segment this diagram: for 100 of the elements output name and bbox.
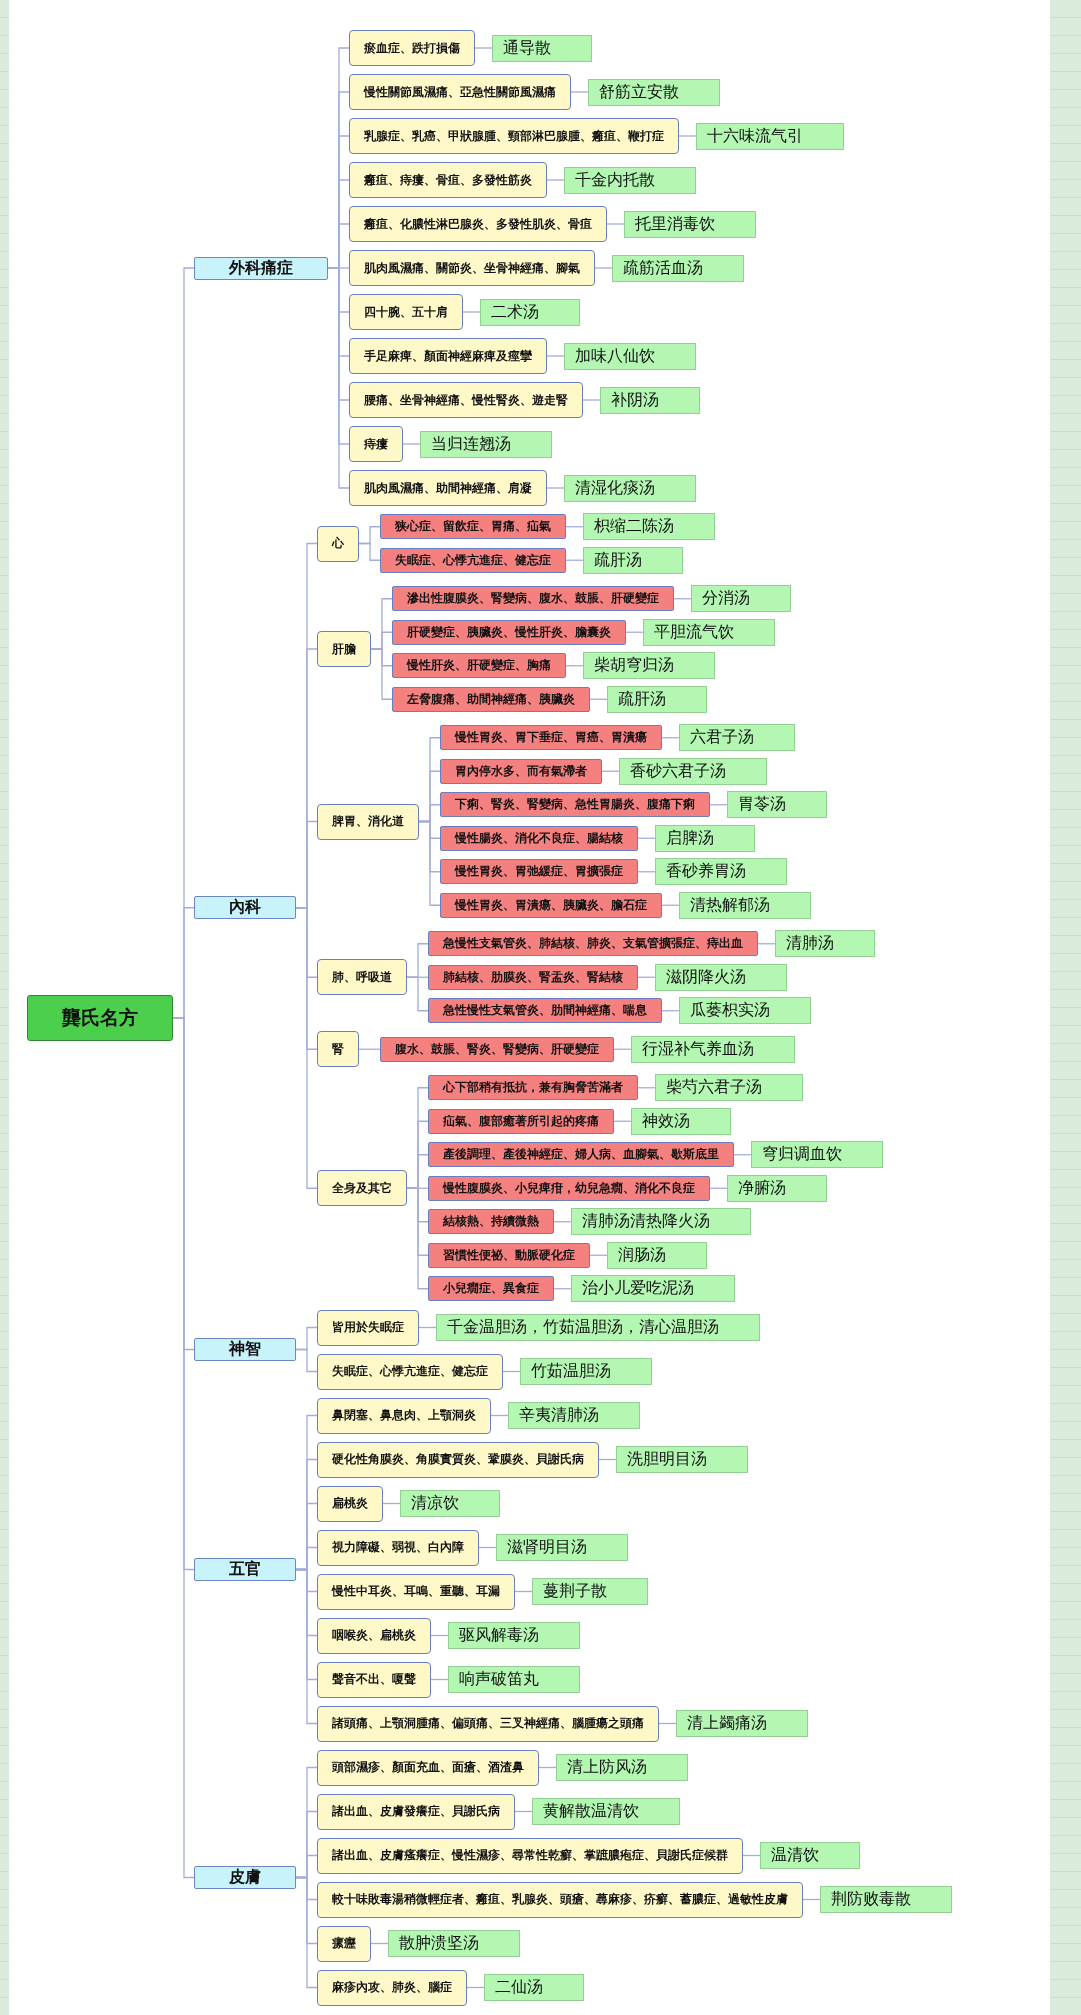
connector-line [418, 820, 441, 906]
connector-line [546, 355, 565, 357]
connector-line [295, 1348, 318, 1373]
remedy-box: 枳缩二陈汤 [583, 513, 715, 541]
symptom-box: 手足麻痺、顏面神經麻痺及痙攣 [349, 338, 547, 374]
symptom-box: 肝硬變症、胰臟炎、慢性肝炎、膽囊炎 [392, 619, 626, 645]
symptom-box: 癰疽、化膿性淋巴腺炎、多發性肌炎、骨疽 [349, 206, 607, 242]
connector-line [406, 976, 429, 1012]
symptom-box: 咽喉炎、扁桃炎 [317, 1617, 431, 1654]
remedy-box: 瓜蒌枳实汤 [679, 997, 811, 1025]
remedy-box: 清肺汤清热降火汤 [571, 1208, 751, 1236]
symptom-box: 左脅腹痛、助間神經痛、胰臟炎 [392, 686, 590, 712]
symptom-box: 扁桃炎 [317, 1485, 383, 1522]
remedy-box: 启脾汤 [655, 824, 755, 852]
root-box: 龔氏名方 [27, 994, 173, 1041]
symptom-box: 乳腺症、乳癌、甲狀腺腫、頸部淋巴腺腫、癰疽、鞭打症 [349, 118, 679, 154]
category-box: 五官 [194, 1558, 296, 1581]
remedy-box: 柴芍六君子汤 [655, 1074, 803, 1102]
remedy-box: 二仙汤 [484, 1974, 584, 2001]
symptom-box: 瘰癧 [317, 1925, 371, 1962]
symptom-box: 肺、呼吸道 [317, 959, 407, 996]
connector-line [462, 311, 481, 313]
remedy-box: 润肠汤 [607, 1241, 707, 1269]
symptom-box: 產後調理、產後神經症、婦人病、血腳氣、歇斯底里 [428, 1142, 734, 1168]
category-box: 神智 [194, 1338, 296, 1361]
symptom-box: 肌肉風濕痛、關節炎、坐骨神經痛、腳氣 [349, 250, 595, 286]
connector-line [606, 223, 625, 225]
remedy-box: 散肿溃坚汤 [388, 1930, 520, 1957]
symptom-box: 急性慢性支氣管炎、肋間神經痛、喘息 [428, 998, 662, 1024]
symptom-box: 狭心症、留飲症、胃痛、疝氣 [380, 514, 566, 540]
remedy-box: 清肺汤 [775, 930, 875, 958]
symptom-box: 心 [317, 525, 359, 562]
connector-line [406, 1187, 429, 1290]
symptom-box: 諸出血、皮膚發癢症、貝謝氏病 [317, 1793, 515, 1830]
remedy-box: 疏肝汤 [583, 546, 683, 574]
category-box: 皮膚 [194, 1866, 296, 1889]
remedy-box: 治小儿爱吃泥汤 [571, 1275, 735, 1303]
remedy-box: 清上防风汤 [556, 1754, 688, 1781]
remedy-box: 竹茹温胆汤 [520, 1358, 652, 1385]
remedy-box: 洗胆明目汤 [616, 1446, 748, 1473]
remedy-box: 疏肝汤 [607, 685, 707, 713]
category-box: 外科痛症 [194, 256, 328, 280]
symptom-box: 麻疹內攻、肺炎、腦症 [317, 1969, 467, 2006]
connector-line [474, 47, 493, 49]
remedy-box: 蔓荆子散 [532, 1578, 648, 1605]
symptom-box: 癰疽、痔瘻、骨疽、多發性筋炎 [349, 162, 547, 198]
symptom-box: 視力障礙、弱視、白內障 [317, 1529, 479, 1566]
symptom-box: 頭部濕疹、顏面充血、面瘡、酒渣鼻 [317, 1749, 539, 1786]
connector-line [582, 399, 601, 401]
remedy-box: 响声破笛丸 [448, 1666, 580, 1693]
connector-line [570, 91, 589, 93]
remedy-box: 驱风解毒汤 [448, 1622, 580, 1649]
remedy-box: 通导散 [492, 34, 592, 62]
symptom-box: 胃內停水多、而有氣滯者 [440, 758, 602, 784]
symptom-box: 慢性腸炎、消化不良症、腸結核 [440, 825, 638, 851]
remedy-box: 温清饮 [760, 1842, 860, 1869]
symptom-box: 慢性關節風濕痛、亞急性關節風濕痛 [349, 74, 571, 110]
remedy-box: 黄解散温清饮 [532, 1798, 680, 1825]
symptom-box: 肺結核、肋膜炎、腎盂炎、腎結核 [428, 964, 638, 990]
symptom-box: 肝膽 [317, 631, 371, 667]
connector-line [358, 542, 381, 561]
symptom-box: 皆用於失眠症 [317, 1309, 419, 1346]
remedy-box: 行湿补气养血汤 [631, 1035, 795, 1063]
symptom-box: 痔瘻 [349, 426, 403, 462]
symptom-box: 硬化性角膜炎、角膜實質炎、鞏膜炎、貝謝氏病 [317, 1441, 599, 1478]
symptom-box: 聲音不出、嗄聲 [317, 1661, 431, 1698]
remedy-box: 六君子汤 [679, 724, 795, 752]
symptom-box: 慢性肝炎、肝硬變症、胸痛 [392, 653, 566, 679]
remedy-box: 补阴汤 [600, 386, 700, 414]
remedy-box: 平胆流气饮 [643, 618, 775, 646]
symptom-box: 疝氣、腹部癒著所引起的疼痛 [428, 1108, 614, 1134]
remedy-box: 清湿化痰汤 [564, 474, 696, 502]
symptom-box: 較十味敗毒湯稍微輕症者、癰疽、乳腺炎、頭瘡、蕁麻疹、疥癬、蓄膿症、過敏性皮膚 [317, 1881, 803, 1918]
symptom-box: 瘀血症、跌打損傷 [349, 30, 475, 66]
symptom-box: 急慢性支氣管炎、肺結核、肺炎、支氣管擴張症、痔出血 [428, 931, 758, 957]
remedy-box: 净腑汤 [727, 1174, 827, 1202]
symptom-box: 腎 [317, 1031, 359, 1068]
remedy-box: 千金温胆汤，竹茹温胆汤，清心温胆汤 [436, 1314, 760, 1341]
connector-line [402, 443, 421, 445]
symptom-box: 鼻閉塞、鼻息肉、上顎洞炎 [317, 1397, 491, 1434]
symptom-box: 慢性胃炎、胃下垂症、胃癌、胃潰瘍 [440, 725, 662, 751]
remedy-box: 柴胡穹归汤 [583, 652, 715, 680]
symptom-box: 下痢、腎炎、腎變病、急性胃腸炎、腹痛下痢 [440, 792, 710, 818]
remedy-box: 当归连翘汤 [420, 430, 552, 458]
remedy-box: 香砂六君子汤 [619, 757, 767, 785]
connector-line [546, 487, 565, 489]
remedy-box: 清上蠲痛汤 [676, 1710, 808, 1737]
symptom-box: 小兒癇症、異食症 [428, 1276, 554, 1302]
category-box: 內科 [194, 896, 296, 920]
symptom-box: 腹水、鼓脹、腎炎、腎變病、肝硬變症 [380, 1036, 614, 1062]
symptom-box: 慢性腹膜炎、小兒痺疳，幼兒急癇、消化不良症 [428, 1175, 710, 1201]
connector-line [295, 907, 318, 1189]
symptom-box: 習慣性便祕、動脈硬化症 [428, 1242, 590, 1268]
remedy-box: 神效汤 [631, 1107, 731, 1135]
remedy-box: 分消汤 [691, 585, 791, 613]
connector-line [546, 179, 565, 181]
symptom-box: 慢性胃炎、胃弛緩症、胃擴張症 [440, 859, 638, 885]
symptom-box: 諸頭痛、上顎洞腫痛、偏頭痛、三叉神經痛、腦腫瘍之頭痛 [317, 1705, 659, 1742]
symptom-box: 腰痛、坐骨神經痛、慢性腎炎、遊走腎 [349, 382, 583, 418]
connector-line [594, 267, 613, 269]
